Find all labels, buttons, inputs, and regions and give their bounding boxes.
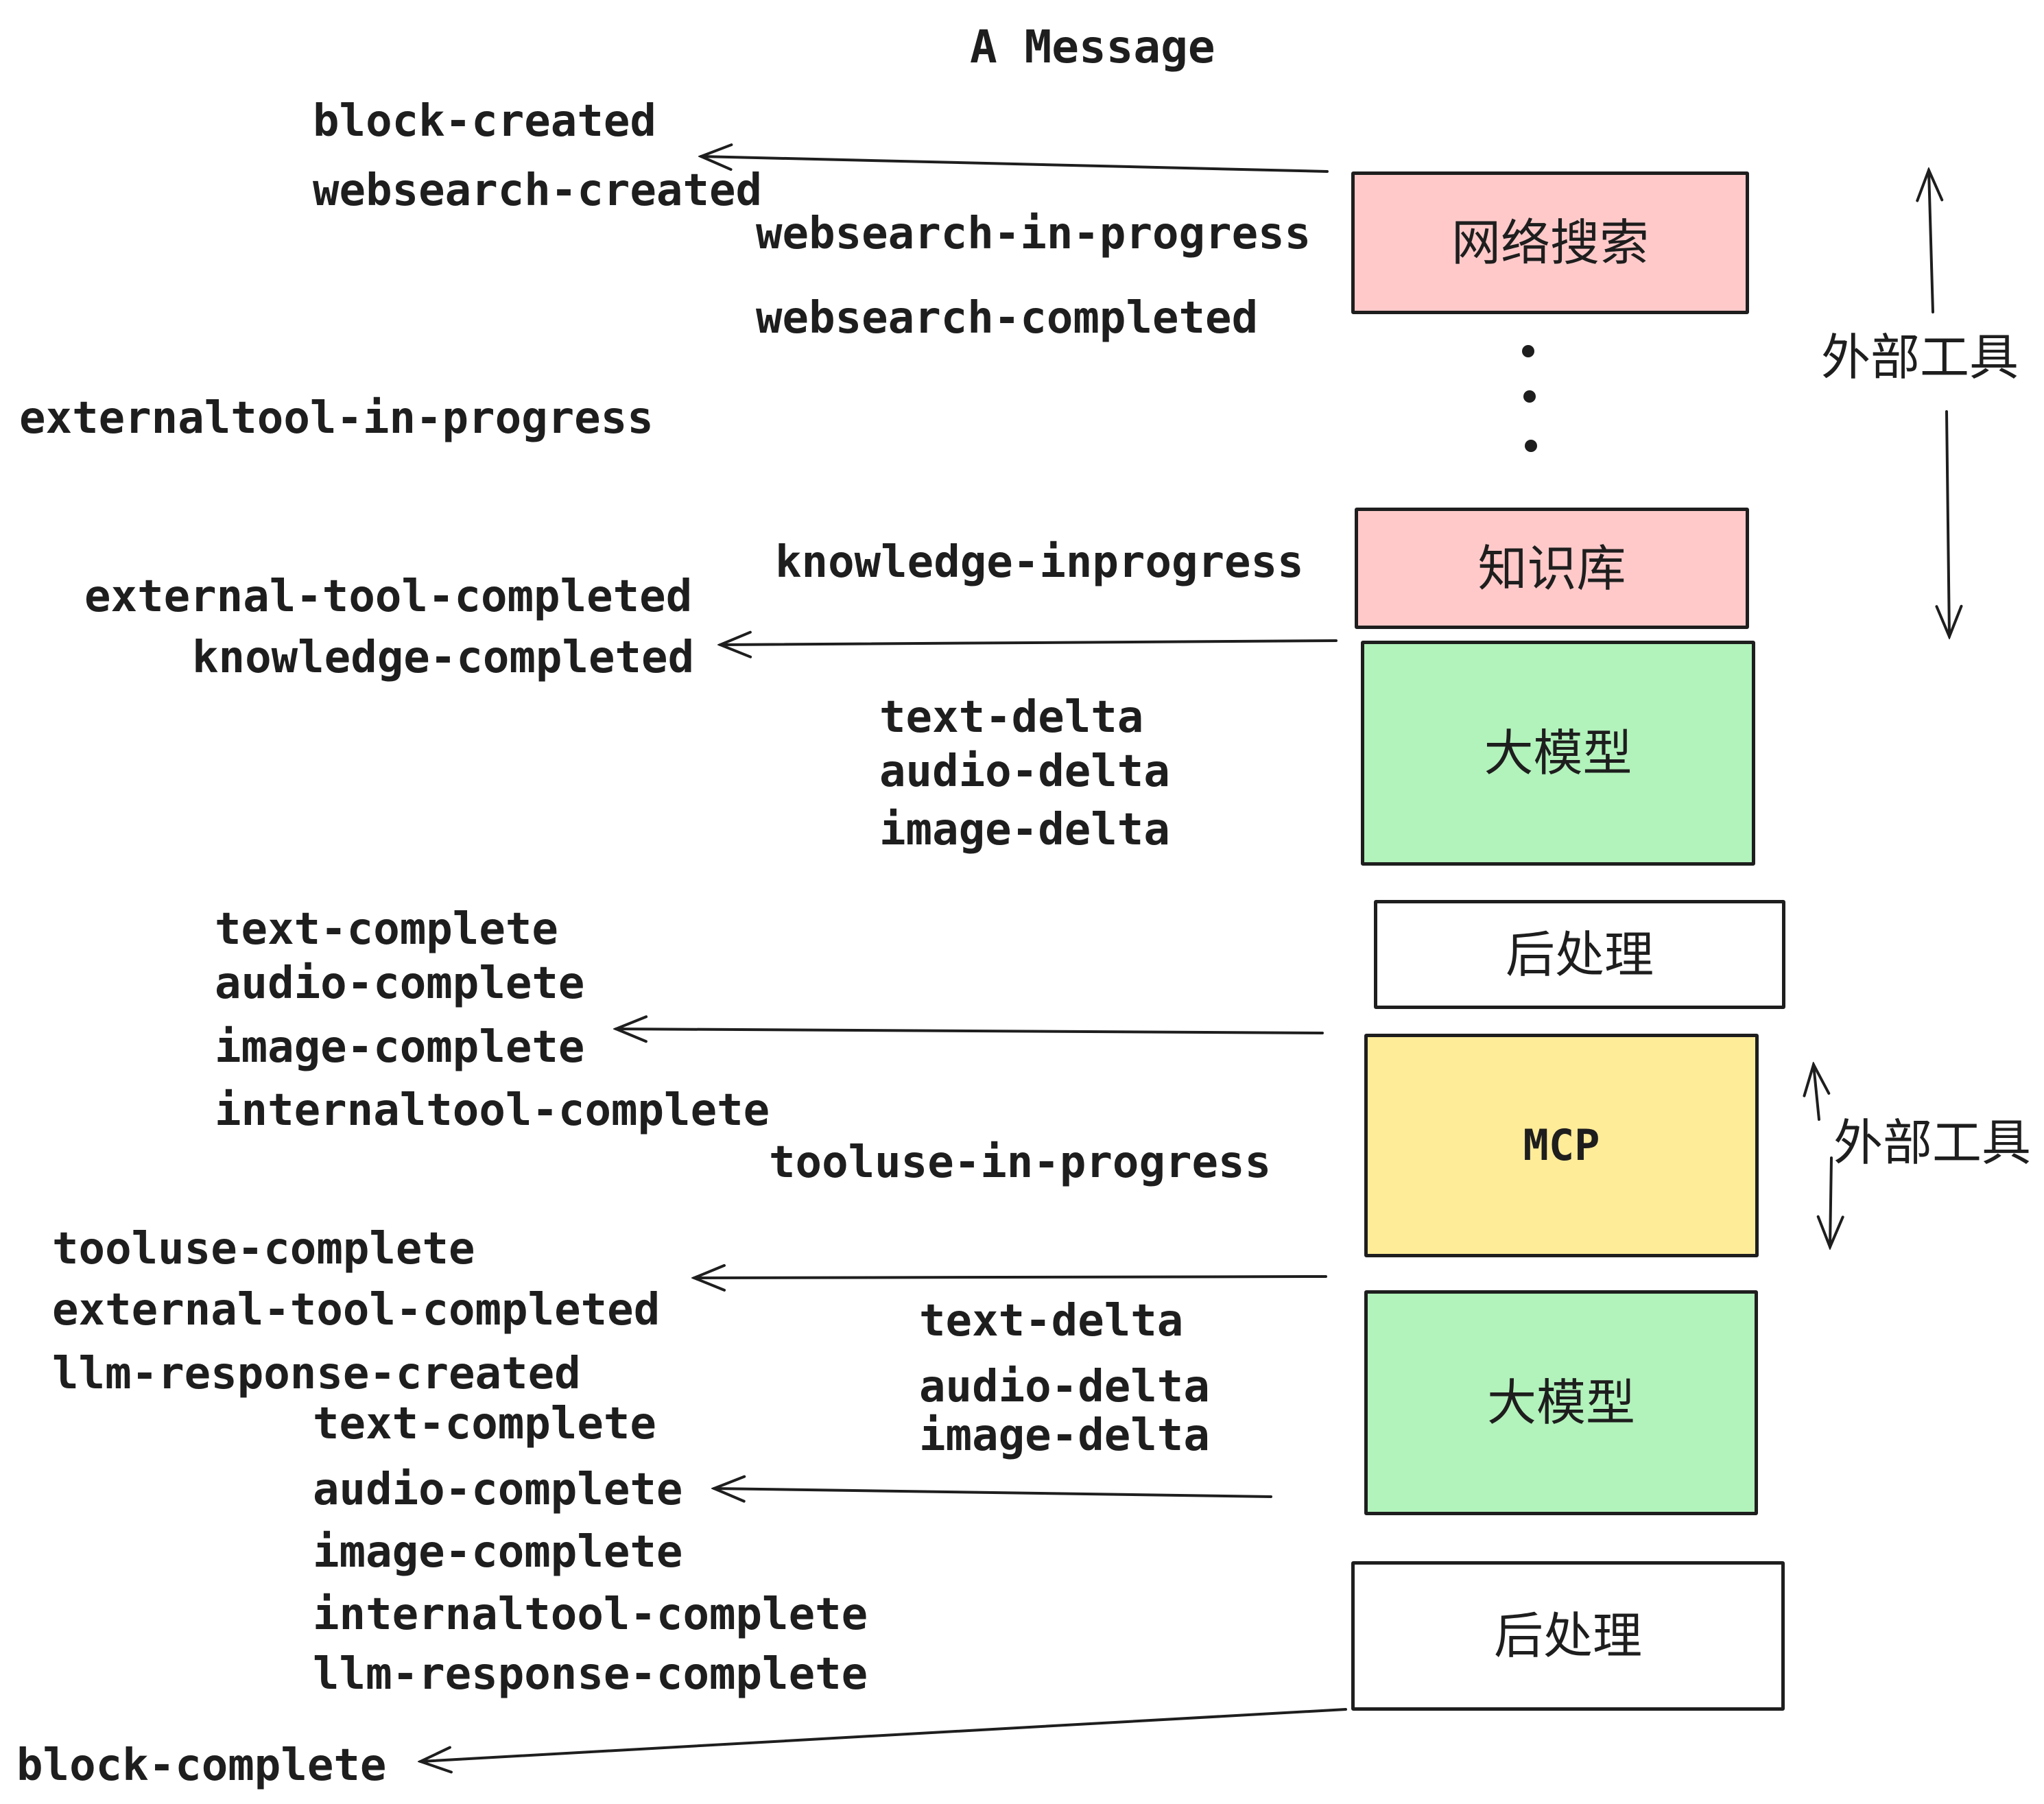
event-external-tool-completed-2: external-tool-completed bbox=[52, 1285, 661, 1336]
box-mcp-label: MCP bbox=[1523, 1120, 1600, 1170]
mcp-external-down-arrow bbox=[1830, 1156, 1831, 1247]
box-postprocess-1-label: 后处理 bbox=[1505, 925, 1654, 984]
arrow-block-complete bbox=[420, 1708, 1347, 1761]
box-postprocess-2: 后处理 bbox=[1351, 1561, 1785, 1711]
mcp-external-up-arrow bbox=[1814, 1065, 1819, 1121]
event-websearch-created: websearch-created bbox=[313, 165, 763, 216]
event-image-complete-1: image-complete bbox=[215, 1022, 585, 1073]
event-llm-response-complete: llm-response-complete bbox=[313, 1649, 868, 1700]
event-audio-complete-1: audio-complete bbox=[215, 958, 585, 1009]
page-title: A Message bbox=[970, 21, 1215, 73]
box-websearch-label: 网络搜索 bbox=[1451, 214, 1649, 272]
event-audio-delta-2: audio-delta bbox=[919, 1362, 1210, 1412]
annotation-external-tools-top: 外部工具 bbox=[1821, 329, 2019, 386]
event-knowledge-inprogress: knowledge-inprogress bbox=[775, 537, 1304, 588]
box-postprocess-1: 后处理 bbox=[1374, 900, 1785, 1009]
box-llm-2: 大模型 bbox=[1364, 1290, 1758, 1515]
arrow-block-created bbox=[701, 156, 1329, 173]
event-image-delta-1: image-delta bbox=[879, 805, 1170, 855]
event-text-delta-1: text-delta bbox=[879, 692, 1144, 743]
external-tools-up-arrow bbox=[1929, 170, 1933, 313]
ellipsis-dot bbox=[1523, 390, 1536, 403]
arrow-knowledge-completed bbox=[720, 641, 1338, 645]
annotation-external-tools-mcp: 外部工具 bbox=[1833, 1114, 2032, 1172]
event-externaltool-in-progress: externaltool-in-progress bbox=[19, 393, 654, 444]
box-llm-2-label: 大模型 bbox=[1486, 1374, 1635, 1432]
box-websearch: 网络搜索 bbox=[1351, 171, 1749, 314]
event-audio-complete-2: audio-complete bbox=[313, 1464, 683, 1515]
event-audio-delta-1: audio-delta bbox=[879, 746, 1170, 797]
ellipsis-dot bbox=[1522, 345, 1534, 357]
box-postprocess-2-label: 后处理 bbox=[1493, 1607, 1642, 1665]
event-external-tool-completed-1: external-tool-completed bbox=[84, 571, 693, 622]
event-block-complete: block-complete bbox=[16, 1740, 387, 1791]
box-llm-1-label: 大模型 bbox=[1484, 724, 1632, 782]
event-internaltool-complete-2: internaltool-complete bbox=[313, 1589, 868, 1640]
event-websearch-completed: websearch-completed bbox=[756, 293, 1259, 344]
arrow-image-complete bbox=[616, 1029, 1324, 1033]
external-tools-down-arrow bbox=[1947, 410, 1949, 637]
event-knowledge-completed: knowledge-completed bbox=[192, 632, 695, 683]
event-tooluse-complete: tooluse-complete bbox=[52, 1224, 475, 1274]
event-websearch-in-progress: websearch-in-progress bbox=[756, 209, 1311, 259]
event-text-complete-1: text-complete bbox=[215, 904, 558, 955]
box-knowledge-label: 知识库 bbox=[1477, 539, 1626, 597]
event-internaltool-complete-1: internaltool-complete bbox=[215, 1085, 770, 1136]
box-mcp: MCP bbox=[1364, 1034, 1759, 1257]
box-llm-1: 大模型 bbox=[1361, 641, 1755, 866]
arrow-tooluse-complete bbox=[694, 1277, 1327, 1278]
ellipsis-dot bbox=[1525, 440, 1537, 452]
event-image-complete-2: image-complete bbox=[313, 1527, 683, 1578]
event-tooluse-in-progress: tooluse-in-progress bbox=[769, 1137, 1272, 1188]
event-image-delta-2: image-delta bbox=[919, 1410, 1210, 1461]
box-knowledge: 知识库 bbox=[1355, 508, 1749, 629]
event-llm-response-created: llm-response-created bbox=[52, 1349, 581, 1399]
arrow-audio-complete bbox=[714, 1488, 1272, 1497]
event-text-complete-2: text-complete bbox=[313, 1399, 656, 1449]
event-block-created: block-created bbox=[313, 96, 656, 147]
event-text-delta-2: text-delta bbox=[919, 1296, 1184, 1346]
